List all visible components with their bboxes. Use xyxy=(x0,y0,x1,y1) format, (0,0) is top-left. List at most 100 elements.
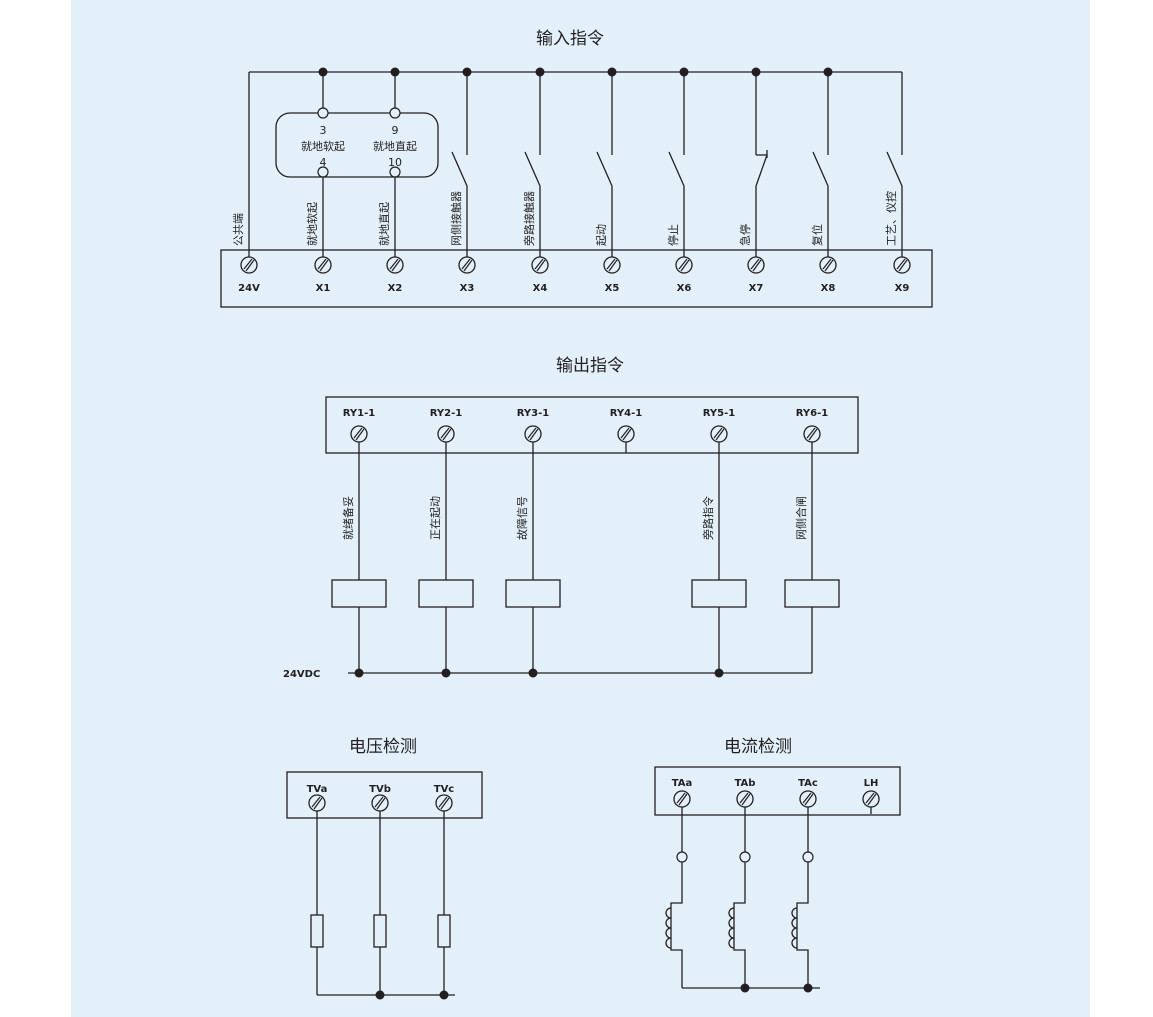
input-wire-label: 旁路接触器 xyxy=(522,191,536,246)
screw-terminal-icon xyxy=(524,425,542,443)
screw-slot xyxy=(313,797,323,810)
input-wire-label: 工艺、仪控 xyxy=(884,191,898,246)
output-wire-label: 就绪备妥 xyxy=(341,496,355,540)
screw-slot xyxy=(715,428,725,441)
output-terminal-label: RY5-1 xyxy=(703,408,736,419)
screw-terminal-icon xyxy=(371,794,389,812)
relay-coil xyxy=(784,579,840,608)
screw-terminal-icon xyxy=(710,425,728,443)
screw-terminal-icon xyxy=(435,794,453,812)
screw-terminal-icon xyxy=(675,256,693,274)
screw-terminal-icon xyxy=(747,256,765,274)
resistor xyxy=(373,914,387,948)
screw-slot xyxy=(802,792,812,804)
screw-slot xyxy=(461,258,471,270)
local-box-number: 4 xyxy=(320,156,327,169)
screw-head xyxy=(736,790,754,808)
output-section-title: 输出指令 xyxy=(556,356,624,376)
screw-head xyxy=(524,425,542,443)
screw-terminal-icon xyxy=(240,256,258,274)
input-wire-label: 网侧接触器 xyxy=(449,191,463,246)
local-start-box xyxy=(275,112,439,178)
diagram-panel xyxy=(71,0,1090,1017)
screw-head xyxy=(893,256,911,274)
current-terminal-label: TAc xyxy=(798,778,818,789)
output-terminal-label: RY6-1 xyxy=(796,408,829,419)
resistor xyxy=(310,914,324,948)
screw-head xyxy=(617,425,635,443)
screw-head xyxy=(862,790,880,808)
screw-slot xyxy=(867,793,877,806)
switch-contact xyxy=(668,151,685,187)
screw-slot xyxy=(527,427,537,439)
input-terminal-label: X3 xyxy=(460,283,475,294)
input-terminal-label: X1 xyxy=(316,283,331,294)
voltage-terminal-label: TVb xyxy=(369,784,391,795)
screw-slot xyxy=(374,796,384,808)
current-terminal-label: LH xyxy=(864,778,879,789)
ct-wire xyxy=(733,862,746,988)
switch-contact xyxy=(596,151,613,187)
screw-slot xyxy=(442,428,452,441)
screw-head xyxy=(240,256,258,274)
voltage-terminal-label: TVc xyxy=(434,784,455,795)
relay-coil xyxy=(691,579,747,608)
screw-slot xyxy=(536,259,546,272)
screw-terminal-icon xyxy=(617,425,635,443)
screw-slot xyxy=(806,427,816,439)
screw-terminal-icon xyxy=(458,256,476,274)
junction-dot xyxy=(803,983,813,993)
ct-wire xyxy=(670,862,683,988)
screw-slot xyxy=(620,427,630,439)
input-wire-label: 急停 xyxy=(738,224,752,246)
screw-terminal-icon xyxy=(819,256,837,274)
input-terminal-label: 24V xyxy=(238,283,260,294)
screw-head xyxy=(435,794,453,812)
local-box-name: 就地直起 xyxy=(373,139,417,153)
screw-head xyxy=(747,256,765,274)
screw-head xyxy=(437,425,455,443)
screw-slot xyxy=(606,258,616,270)
output-terminal-label: RY2-1 xyxy=(430,408,463,419)
screw-slot xyxy=(822,258,832,270)
switch-contact xyxy=(451,151,468,187)
screw-terminal-icon xyxy=(386,256,404,274)
current-terminal-block xyxy=(654,766,901,816)
screw-slot xyxy=(808,428,818,441)
screw-slot xyxy=(317,258,327,270)
junction-dot xyxy=(441,668,451,678)
junction-dot xyxy=(714,668,724,678)
input-terminal-label: X9 xyxy=(895,283,910,294)
screw-head xyxy=(673,790,691,808)
supply-label: 24VDC xyxy=(283,669,320,680)
junction-dot xyxy=(740,983,750,993)
screw-head xyxy=(350,425,368,443)
screw-terminal-icon xyxy=(803,425,821,443)
output-wire-label: 旁路指令 xyxy=(701,496,715,540)
screw-slot xyxy=(391,259,401,272)
connector-ring xyxy=(317,107,329,119)
screw-slot xyxy=(534,258,544,270)
connector-ring xyxy=(802,851,814,863)
output-wire-label: 网侧合闸 xyxy=(794,496,808,540)
input-terminal-block xyxy=(220,249,933,308)
current-terminal-label: TAb xyxy=(735,778,756,789)
junction-dot xyxy=(375,990,385,1000)
screw-slot xyxy=(804,793,814,806)
screw-slot xyxy=(608,259,618,272)
input-wire-label: 起动 xyxy=(595,224,608,246)
screw-slot xyxy=(529,428,539,441)
ct-wire xyxy=(796,862,809,988)
screw-slot xyxy=(440,427,450,439)
relay-coil xyxy=(418,579,474,608)
screw-slot xyxy=(752,259,762,272)
screw-terminal-icon xyxy=(736,790,754,808)
input-wire-label: 就地软起 xyxy=(305,202,319,246)
screw-slot xyxy=(824,259,834,272)
junction-dot xyxy=(528,668,538,678)
voltage-section-title: 电压检测 xyxy=(349,737,417,757)
screw-slot xyxy=(438,796,448,808)
screw-slot xyxy=(355,428,365,441)
screw-terminal-icon xyxy=(862,790,880,808)
